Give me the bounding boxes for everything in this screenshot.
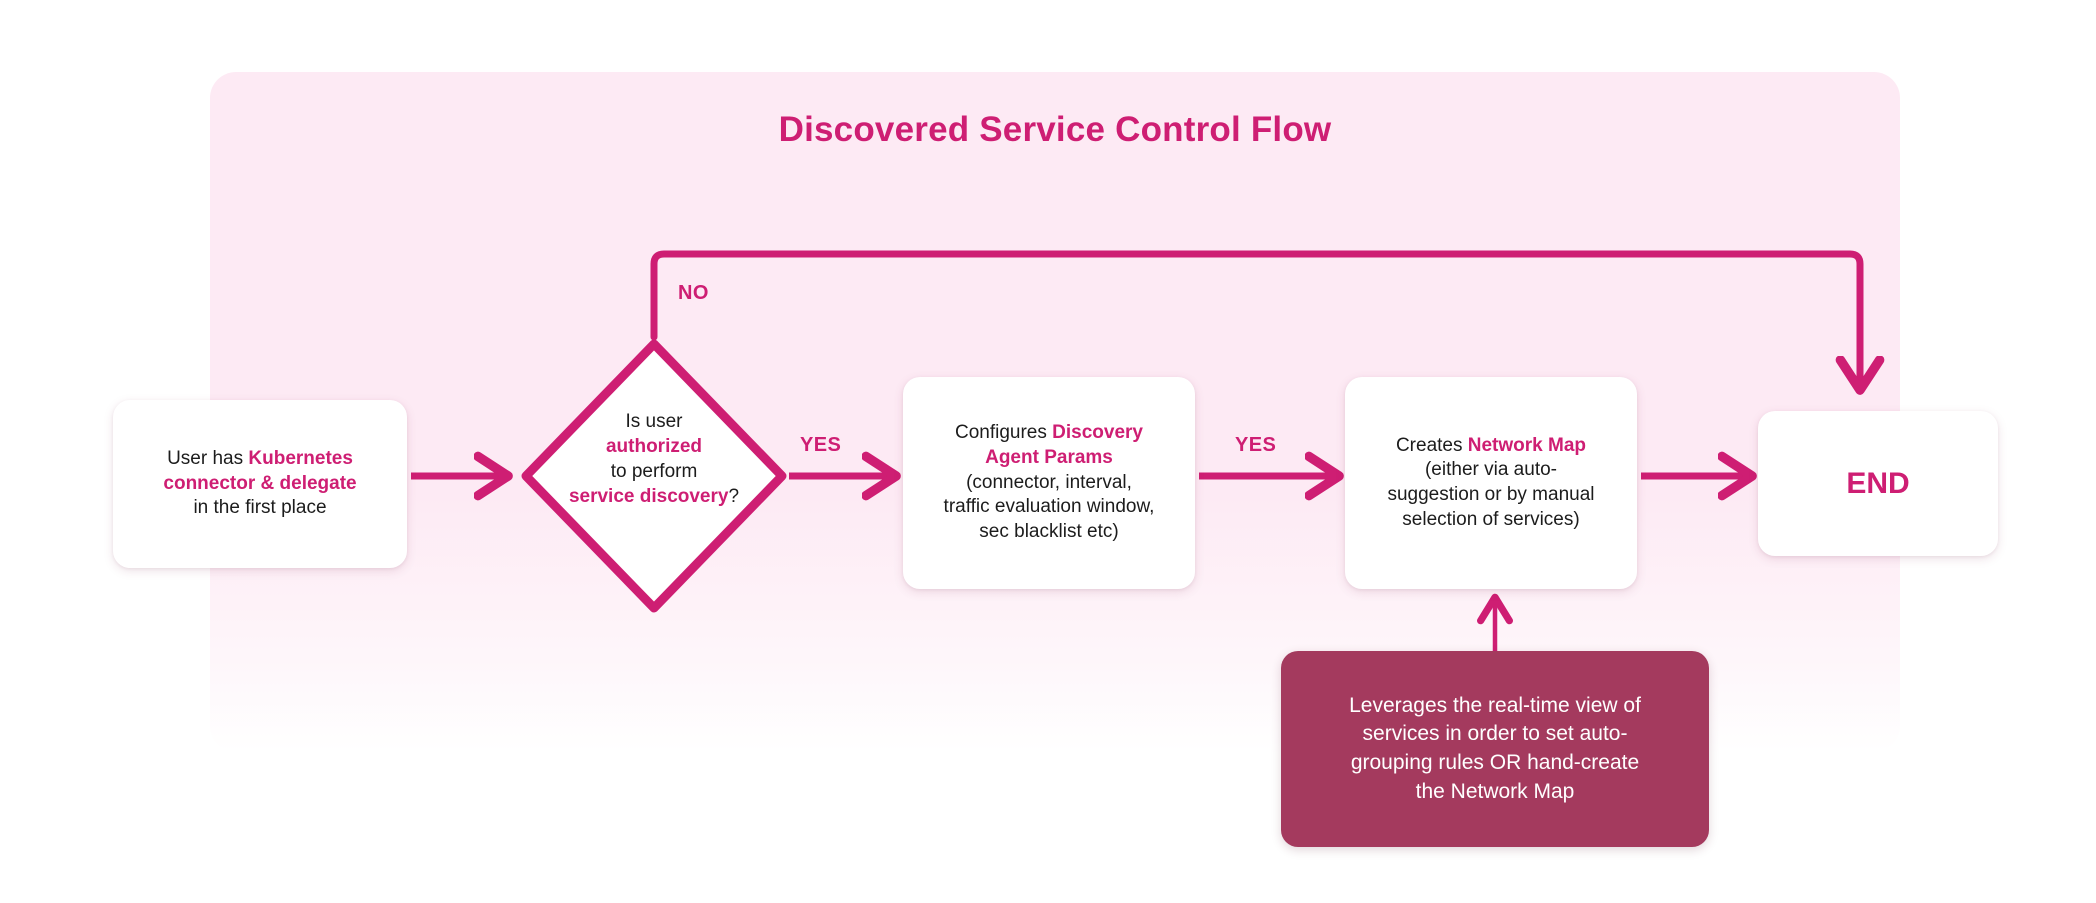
node-decision-text: Is user authorized to perform service di…	[545, 409, 763, 509]
netmap-line2: (either via auto-	[1424, 459, 1557, 481]
edge-label-yes-configure: YES	[1235, 434, 1277, 456]
node-network-map-text: Creates Network Map (either via auto- su…	[1387, 434, 1594, 533]
node-annotation-text: Leverages the real-time view of services…	[1349, 692, 1641, 806]
config-line1-plain: Configures	[954, 422, 1053, 444]
config-line2-bold: Agent Params	[985, 446, 1113, 468]
note-line3: grouping rules OR hand-create	[1350, 751, 1640, 774]
netmap-line4: selection of services)	[1402, 508, 1580, 530]
note-line2: services in order to set auto-	[1362, 722, 1628, 746]
note-line4: the Network Map	[1415, 779, 1575, 803]
config-line4: traffic evaluation window,	[943, 496, 1155, 518]
decision-line4-bold: service discovery	[568, 486, 729, 508]
node-network-map[interactable]: Creates Network Map (either via auto- su…	[1345, 377, 1637, 589]
edge-label-yes-decision: YES	[800, 434, 842, 456]
decision-line3: to perform	[610, 461, 698, 483]
node-decision[interactable]: Is user authorized to perform service di…	[519, 337, 789, 615]
node-start-text: User has Kubernetes connector & delegate…	[163, 447, 356, 521]
decision-line4-tail: ?	[728, 486, 740, 508]
netmap-line1-plain: Creates	[1395, 434, 1468, 456]
node-end-label: END	[1846, 467, 1910, 500]
node-annotation-note[interactable]: Leverages the real-time view of services…	[1281, 651, 1709, 847]
start-line3: in the first place	[193, 497, 327, 519]
note-line1: Leverages the real-time view of	[1349, 693, 1641, 717]
node-end[interactable]: END	[1758, 411, 1998, 556]
config-line3: (connector, interval,	[966, 471, 1132, 493]
decision-line2-bold: authorized	[605, 436, 703, 458]
netmap-line1-bold: Network Map	[1467, 434, 1587, 456]
node-configure-text: Configures Discovery Agent Params (conne…	[944, 421, 1155, 544]
node-configure[interactable]: Configures Discovery Agent Params (conne…	[903, 377, 1195, 589]
decision-line1: Is user	[625, 411, 683, 432]
config-line5: sec blacklist etc)	[979, 521, 1119, 543]
config-line1-bold: Discovery	[1052, 422, 1143, 444]
netmap-line3: suggestion or by manual	[1387, 484, 1595, 505]
start-line1-plain: User has	[167, 447, 249, 469]
node-start[interactable]: User has Kubernetes connector & delegate…	[113, 400, 407, 568]
page-title: Discovered Service Control Flow	[778, 110, 1332, 149]
edge-label-no: NO	[678, 282, 709, 304]
start-line2-bold: connector & delegate	[163, 472, 357, 494]
start-line1-bold: Kubernetes	[248, 447, 353, 469]
